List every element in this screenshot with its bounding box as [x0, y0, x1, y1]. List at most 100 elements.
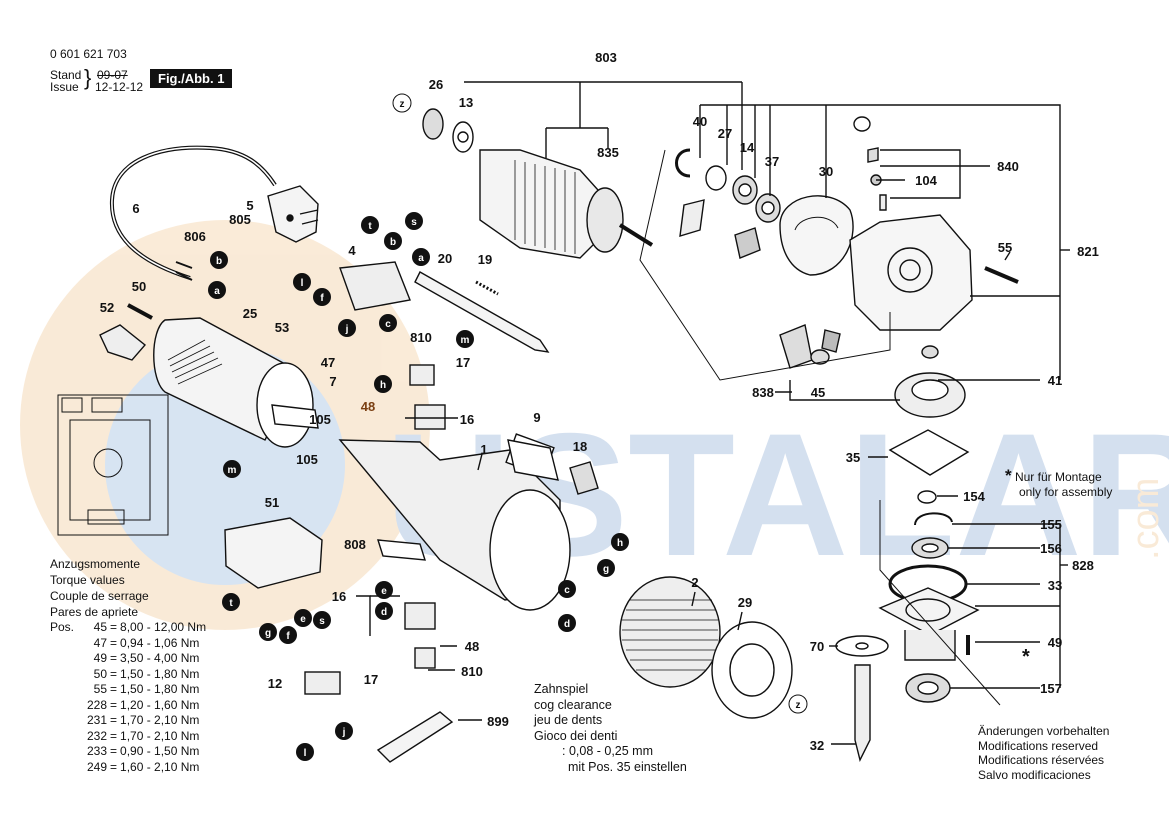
callout-30: 30 — [819, 164, 833, 179]
svg-text:m: m — [228, 465, 237, 476]
svg-text:e: e — [381, 586, 387, 597]
assembly-note-en: only for assembly — [1019, 485, 1113, 499]
torque-eq: = — [110, 682, 118, 696]
svg-text:f: f — [286, 631, 290, 642]
svg-text:a: a — [418, 253, 424, 264]
torque-values: Anzugsmomente Torque values Couple de se… — [50, 556, 209, 775]
badge-c-1: c — [379, 314, 397, 332]
torque-row: 55=1,50 - 1,80 Nm — [50, 682, 209, 698]
callout-48-b: 48 — [465, 639, 479, 654]
callout-numbers: 803 26 13 835 40 27 14 37 30 840 104 821… — [100, 50, 1099, 753]
torque-value: 0,94 - 1,06 Nm — [120, 635, 200, 650]
field-coil-shape — [619, 576, 721, 688]
torque-pos: 228 — [86, 697, 107, 712]
mod-en: Modifications reserved — [978, 738, 1099, 753]
torque-heading-es: Pares de apriete — [50, 605, 139, 619]
motor-housing-shape — [153, 317, 319, 448]
callout-805: 805 — [229, 212, 251, 227]
torque-value: 0,90 - 1,50 Nm — [120, 744, 200, 758]
torque-value: 8,00 - 12,00 Nm — [120, 620, 207, 634]
callout-47: 47 — [321, 355, 335, 370]
badge-z-2: z — [788, 694, 808, 714]
torque-eq: = — [110, 651, 118, 665]
svg-text:s: s — [319, 616, 325, 627]
circuit-diagram — [57, 394, 169, 536]
callout-53: 53 — [275, 320, 289, 335]
mod-es: Salvo modificaciones — [978, 767, 1091, 782]
torque-eq: = — [110, 728, 118, 743]
callout-20: 20 — [438, 251, 452, 266]
gear-note-it: Gioco dei denti — [534, 728, 618, 743]
callout-835: 835 — [597, 145, 619, 160]
svg-text:h: h — [380, 380, 386, 391]
torque-pos: 49 — [93, 651, 107, 665]
callout-13: 13 — [459, 95, 473, 110]
torque-row: 249=1,60 - 2,10 Nm — [50, 760, 209, 776]
callout-37: 37 — [765, 154, 779, 169]
mod-fr: Modifications réservées — [978, 753, 1105, 767]
badge-l-2: l — [296, 743, 314, 761]
issue-label: Issue — [50, 80, 79, 94]
callout-810-b: 810 — [461, 664, 483, 679]
gear-note-fr: jeu de dents — [534, 713, 603, 727]
svg-text:l: l — [304, 748, 307, 759]
svg-text:j: j — [342, 727, 346, 738]
badge-g-2: g — [597, 559, 615, 577]
armature-shape — [422, 108, 654, 259]
torque-pos: 233 — [86, 744, 107, 758]
callout-16-a: 16 — [460, 412, 474, 427]
badge-b-2: b — [384, 232, 402, 250]
plug-shape — [267, 185, 319, 243]
torque-eq: = — [110, 759, 118, 774]
watermark-circle-orange — [20, 220, 430, 630]
svg-text:t: t — [229, 598, 233, 609]
torque-value: 1,50 - 1,80 Nm — [120, 666, 200, 681]
callout-156: 156 — [1040, 541, 1062, 556]
stand-value: 09-07 — [97, 68, 128, 82]
callout-19: 19 — [478, 252, 492, 267]
badge-m-1: m — [456, 330, 474, 348]
torque-eq: = — [110, 635, 118, 650]
callout-806: 806 — [184, 229, 206, 244]
callout-810-a: 810 — [410, 330, 432, 345]
svg-text:h: h — [617, 538, 623, 549]
issue-value: 12-12-12 — [95, 80, 144, 94]
callout-828: 828 — [1072, 558, 1094, 573]
svg-text:j: j — [345, 324, 349, 335]
torque-row: 50=1,50 - 1,80 Nm — [50, 667, 209, 683]
torque-value: 1,70 - 2,10 Nm — [120, 713, 200, 727]
badge-j-1: j — [338, 319, 356, 337]
torque-value: 1,70 - 2,10 Nm — [120, 728, 200, 743]
stand-label: Stand — [50, 68, 82, 82]
callout-155: 155 — [1040, 517, 1062, 532]
torque-value: 1,60 - 2,10 Nm — [120, 759, 200, 774]
figure-label: Fig./Abb. 1 — [150, 69, 233, 88]
torque-table: Pos.45=8,00 - 12,00 Nm 47=0,94 - 1,06 Nm… — [50, 620, 209, 775]
badge-a-2: a — [412, 248, 430, 266]
callout-104: 104 — [915, 173, 937, 188]
torque-pos: 232 — [86, 728, 107, 743]
svg-text:m: m — [461, 335, 470, 346]
badge-m-2: m — [223, 460, 241, 478]
badge-s-1: s — [405, 212, 423, 230]
svg-text:d: d — [564, 619, 570, 630]
torque-row: 232=1,70 - 2,10 Nm — [50, 729, 209, 745]
callout-9: 9 — [533, 410, 540, 425]
torque-value: 3,50 - 4,00 Nm — [120, 651, 200, 665]
callout-17-b: 17 — [364, 672, 378, 687]
torque-heading-en: Torque values — [50, 573, 125, 587]
callout-49: 49 — [1048, 635, 1062, 650]
badge-d-2: d — [375, 602, 393, 620]
svg-text:b: b — [216, 256, 222, 267]
mod-de: Änderungen vorbehalten — [978, 724, 1110, 738]
svg-text:f: f — [320, 293, 324, 304]
callout-821: 821 — [1077, 244, 1099, 259]
torque-eq: = — [110, 744, 118, 758]
callout-105-a: 105 — [309, 412, 331, 427]
callout-154: 154 — [963, 489, 985, 504]
gear-note-en: cog clearance — [534, 697, 612, 712]
callout-899: 899 — [487, 714, 509, 729]
bearing-flange-shape — [779, 195, 854, 276]
badge-e-2: e — [375, 581, 393, 599]
